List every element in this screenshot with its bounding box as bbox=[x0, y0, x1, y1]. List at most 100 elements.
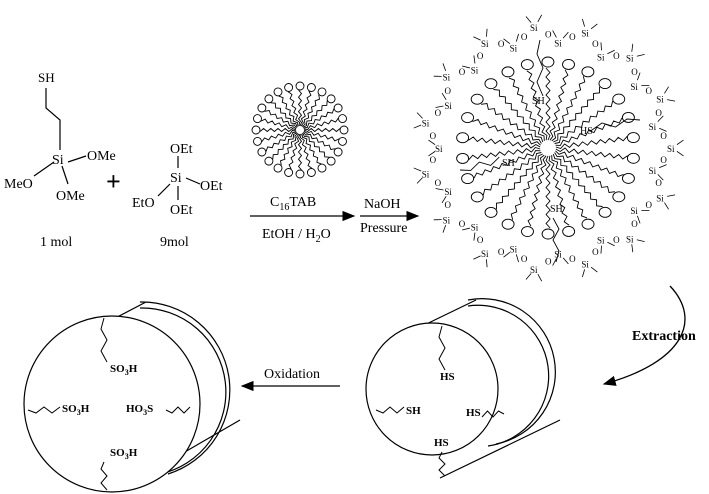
mptms-molecule bbox=[33, 88, 87, 185]
methyl-bond bbox=[441, 195, 447, 204]
framework-si: Si bbox=[530, 265, 538, 275]
thiol-group-bottom: HS bbox=[434, 437, 449, 449]
surfactant-tail bbox=[303, 117, 339, 130]
extraction-label: Extraction bbox=[632, 329, 696, 344]
template-head bbox=[456, 152, 470, 164]
surfactant-tail bbox=[261, 130, 297, 143]
surfactant-tail bbox=[278, 95, 299, 127]
silica-framework: SiOSiOSiOSiOSiOSiOSiOSiOSiOSiOSiOSiOSiOS… bbox=[413, 14, 684, 282]
template-tail bbox=[555, 150, 624, 178]
thiol-group-top: HS bbox=[440, 371, 455, 383]
methyl-bond bbox=[676, 139, 684, 145]
silicon-label: Si bbox=[52, 153, 64, 168]
template-head bbox=[598, 206, 612, 218]
surfactant-head bbox=[253, 114, 262, 124]
methyl-bond bbox=[473, 55, 476, 64]
framework-o: O bbox=[477, 235, 484, 245]
methyl-bond bbox=[503, 38, 511, 44]
surfactant-head bbox=[339, 125, 349, 135]
sulfonic-chains bbox=[27, 317, 191, 491]
framework-si: Si bbox=[597, 52, 605, 62]
methyl-bond bbox=[600, 245, 602, 254]
template-tail bbox=[468, 136, 541, 149]
surfactant-tail bbox=[287, 91, 300, 127]
framework-o: O bbox=[521, 254, 528, 264]
framework-si: Si bbox=[554, 39, 562, 49]
methyl-bond bbox=[537, 273, 543, 282]
framework-o: O bbox=[545, 29, 552, 39]
ethoxy-left-label: EtO bbox=[132, 196, 155, 211]
surfactant-head bbox=[317, 163, 327, 173]
methyl-bond bbox=[435, 188, 444, 191]
template-head bbox=[521, 226, 534, 237]
template-tail bbox=[551, 155, 588, 219]
surfactant-tail bbox=[303, 127, 341, 133]
methoxy-right-label: OMe bbox=[87, 149, 116, 164]
thiol-label: SH bbox=[38, 70, 55, 85]
framework-o: O bbox=[445, 86, 452, 96]
framework-si: Si bbox=[649, 122, 657, 132]
methyl-bond bbox=[515, 254, 519, 263]
template-tail bbox=[472, 118, 541, 146]
surfactant-tail bbox=[303, 130, 340, 142]
surfactant-head bbox=[273, 163, 283, 173]
surfactant-tail bbox=[303, 131, 336, 151]
template-tail bbox=[551, 76, 586, 142]
teos-silicon-label: Si bbox=[170, 171, 182, 186]
propyl-chain bbox=[590, 118, 641, 132]
micelle-icon bbox=[251, 81, 349, 179]
methyl-bond bbox=[473, 36, 481, 41]
methyl-bond bbox=[473, 255, 481, 260]
template-tail bbox=[554, 152, 616, 193]
surfactant-head bbox=[273, 87, 283, 97]
template-head bbox=[456, 132, 470, 144]
propyl-chain bbox=[536, 39, 544, 97]
framework-si: Si bbox=[581, 260, 589, 270]
surfactant-tail bbox=[302, 132, 330, 158]
methyl-bond bbox=[416, 112, 423, 119]
surfactant-head bbox=[257, 103, 267, 113]
template-head bbox=[541, 228, 555, 240]
template-head bbox=[598, 78, 612, 90]
framework-thiol-4: SH bbox=[550, 204, 563, 215]
surfactant-head bbox=[338, 136, 347, 146]
template-tail bbox=[508, 77, 545, 141]
framework-o: O bbox=[477, 51, 484, 61]
methyl-bond bbox=[659, 164, 667, 169]
template-tail bbox=[555, 117, 623, 146]
methyl-bond bbox=[473, 232, 476, 241]
methyl-bond bbox=[486, 259, 488, 268]
methyl-bond bbox=[462, 227, 470, 231]
plus-sign: + bbox=[106, 167, 121, 196]
template-tail bbox=[552, 153, 603, 207]
template-head bbox=[562, 226, 576, 237]
framework-si: Si bbox=[481, 39, 489, 49]
sulfonic-group-right: HO3S bbox=[126, 403, 153, 417]
template-tail bbox=[548, 155, 570, 226]
methyl-bond bbox=[636, 54, 645, 57]
surfactant-tail bbox=[288, 133, 300, 170]
template-tail bbox=[555, 136, 628, 150]
surfactant-tail bbox=[259, 127, 297, 133]
oxidation-label: Oxidation bbox=[264, 367, 320, 382]
template-head bbox=[612, 93, 626, 105]
thiol-group-left: SH bbox=[406, 405, 421, 417]
surfactant-label: C16TAB bbox=[270, 195, 316, 213]
template-head bbox=[520, 59, 534, 70]
framework-o: O bbox=[613, 235, 620, 245]
methyl-bond bbox=[590, 266, 598, 273]
framework-o: O bbox=[655, 178, 662, 188]
thiol-group-right: HS bbox=[466, 407, 481, 419]
framework-si: Si bbox=[471, 65, 479, 75]
solvent-label: EtOH / H2O bbox=[262, 227, 331, 245]
alkyl-chain bbox=[100, 461, 108, 491]
template-head bbox=[581, 66, 595, 78]
methyl-bond bbox=[435, 105, 444, 108]
framework-o: O bbox=[645, 200, 652, 210]
methoxy-left-label: MeO bbox=[4, 177, 33, 192]
alkyl-chain bbox=[438, 451, 446, 477]
framework-si: Si bbox=[630, 206, 638, 216]
surfactant-tail bbox=[270, 102, 298, 128]
framework-si: Si bbox=[656, 95, 664, 105]
surfactant-head bbox=[317, 87, 327, 97]
